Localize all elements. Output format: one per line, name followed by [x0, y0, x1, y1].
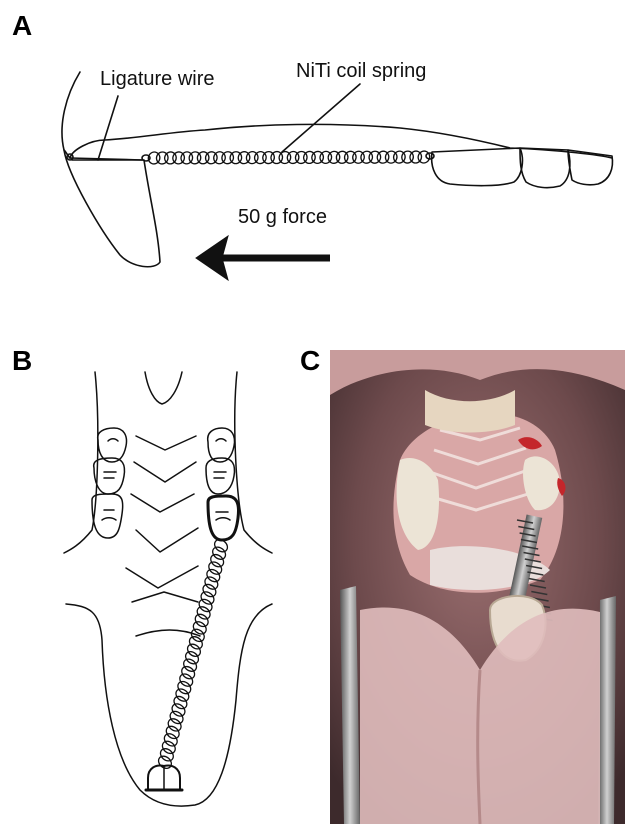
coil-turn — [204, 567, 222, 584]
panel-label-c: C — [300, 345, 320, 377]
coil-turn — [203, 574, 221, 591]
incisor-outline — [62, 72, 160, 267]
ligature-wire-leader — [98, 96, 118, 160]
panel-label-b: B — [12, 345, 32, 377]
ruga-1 — [136, 436, 196, 450]
ruga-2 — [134, 462, 196, 482]
coil-turn — [168, 709, 186, 726]
retractor-right — [598, 596, 616, 824]
coil-turn — [174, 686, 192, 703]
oral-cavity-photo — [330, 350, 625, 824]
coil-turn — [164, 724, 182, 741]
coil-turn — [170, 701, 188, 718]
coil-turn — [187, 634, 205, 651]
coil-turn — [179, 664, 197, 681]
left-molar-3 — [92, 494, 123, 538]
ruga-5 — [126, 566, 198, 588]
coil-turn — [189, 627, 207, 644]
spring-leader — [282, 84, 360, 152]
coil-turn — [195, 604, 213, 621]
coil-turn — [181, 657, 199, 674]
panel-c-photo — [330, 350, 625, 824]
coil-turn — [166, 716, 184, 733]
coil-turn — [160, 739, 178, 756]
coil-turn — [185, 642, 203, 659]
coil-turn — [172, 694, 190, 711]
coil-turn — [210, 545, 228, 562]
right-molar-2 — [206, 458, 235, 494]
niti-coil-spring-a — [146, 149, 431, 166]
molar-1 — [432, 148, 523, 186]
molar-3 — [568, 150, 612, 185]
panel-a-diagram — [0, 0, 625, 300]
mandible-outline — [66, 604, 272, 806]
coil-turn — [183, 649, 201, 666]
right-molar-1 — [208, 428, 235, 462]
force-arrow — [196, 236, 330, 280]
palate-outline-left — [64, 372, 98, 553]
coil-turn — [175, 679, 193, 696]
ruga-3 — [131, 494, 194, 512]
right-molar-3-ligated — [208, 496, 239, 540]
coil-turn — [158, 746, 176, 763]
coil-turn — [201, 582, 219, 599]
coil-turn — [212, 537, 230, 554]
palate-outline-right — [235, 372, 272, 553]
ruga-6 — [132, 592, 198, 602]
coil-turn — [193, 612, 211, 629]
lower-incisors — [148, 766, 180, 791]
molar-2 — [520, 148, 570, 188]
left-molar-2 — [94, 458, 125, 494]
coil-turn — [156, 754, 174, 771]
niti-coil-spring-b — [156, 537, 230, 771]
coil-turn — [208, 552, 226, 569]
coil-turn — [177, 672, 195, 689]
incisive-papilla — [145, 372, 182, 404]
ruga-4 — [136, 528, 198, 552]
coil-turn — [199, 589, 217, 606]
coil-turn — [191, 619, 209, 636]
coil-turn — [197, 597, 215, 614]
coil-turn — [206, 560, 224, 577]
left-molar-1 — [98, 428, 127, 462]
coil-turn — [162, 731, 180, 748]
